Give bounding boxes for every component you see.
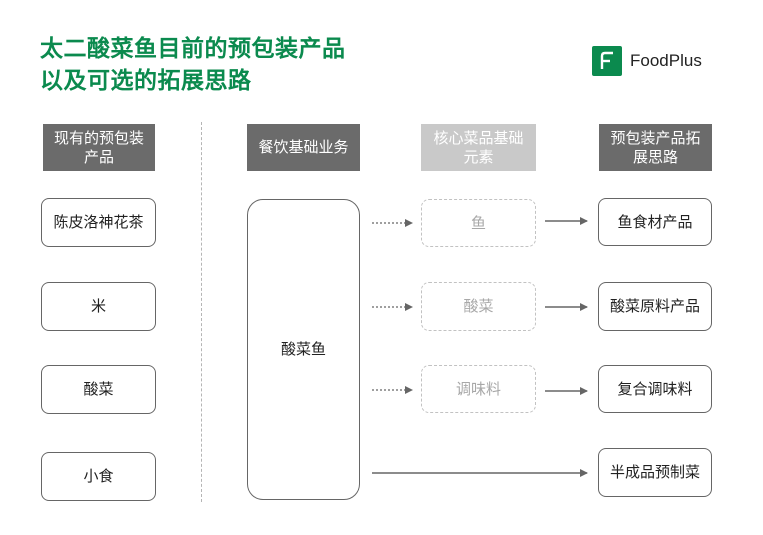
header-existing-products: 现有的预包装产品	[43, 124, 155, 171]
header-core-elements: 核心菜品基础元素	[421, 124, 536, 171]
foodplus-logo: FoodPlus	[592, 46, 702, 76]
core-element-box: 鱼	[421, 199, 536, 247]
title-line-2: 以及可选的拓展思路	[40, 68, 252, 94]
existing-product-box: 陈皮洛神花茶	[41, 198, 156, 247]
header-expansion: 预包装产品拓展思路	[599, 124, 712, 171]
existing-product-box: 米	[41, 282, 156, 331]
existing-product-box: 小食	[41, 452, 156, 501]
core-element-box: 酸菜	[421, 282, 536, 331]
f-logo-icon	[592, 46, 622, 76]
expansion-product-box: 半成品预制菜	[598, 448, 712, 497]
business-box: 酸菜鱼	[247, 199, 360, 500]
core-element-box: 调味料	[421, 365, 536, 413]
page-title: 太二酸菜鱼目前的预包装产品 以及可选的拓展思路	[40, 33, 440, 97]
header-business: 餐饮基础业务	[247, 124, 360, 171]
title-line-1: 太二酸菜鱼目前的预包装产品	[40, 36, 346, 62]
column-divider	[201, 122, 202, 502]
expansion-product-box: 复合调味料	[598, 365, 712, 413]
existing-product-box: 酸菜	[41, 365, 156, 414]
logo-text: FoodPlus	[630, 51, 702, 70]
expansion-product-box: 鱼食材产品	[598, 198, 712, 246]
expansion-product-box: 酸菜原料产品	[598, 282, 712, 331]
